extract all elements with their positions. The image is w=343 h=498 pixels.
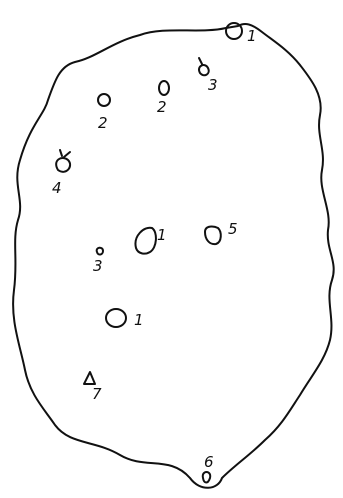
shape-6 xyxy=(203,472,210,483)
label-7: 7 xyxy=(92,385,102,403)
label-2b: 2 xyxy=(98,114,108,132)
label-2a: 2 xyxy=(157,98,167,116)
shape-1c xyxy=(106,309,126,327)
label-5: 5 xyxy=(228,220,238,238)
shape-3a xyxy=(199,58,209,75)
shape-7 xyxy=(84,372,95,384)
shape-1b xyxy=(135,228,155,254)
shape-2a xyxy=(159,81,169,95)
label-3b: 3 xyxy=(93,257,103,275)
label-6: 6 xyxy=(204,453,214,471)
label-1b: 1 xyxy=(157,226,167,244)
island-outline xyxy=(13,24,334,488)
label-1c: 1 xyxy=(134,311,144,329)
label-4: 4 xyxy=(52,179,62,197)
shape-5 xyxy=(205,227,221,245)
shape-1a xyxy=(226,23,242,39)
label-3a: 3 xyxy=(208,76,218,94)
shape-4 xyxy=(56,150,70,172)
shape-2b xyxy=(98,94,110,106)
shape-3b xyxy=(97,248,103,255)
label-1a: 1 xyxy=(247,27,257,45)
